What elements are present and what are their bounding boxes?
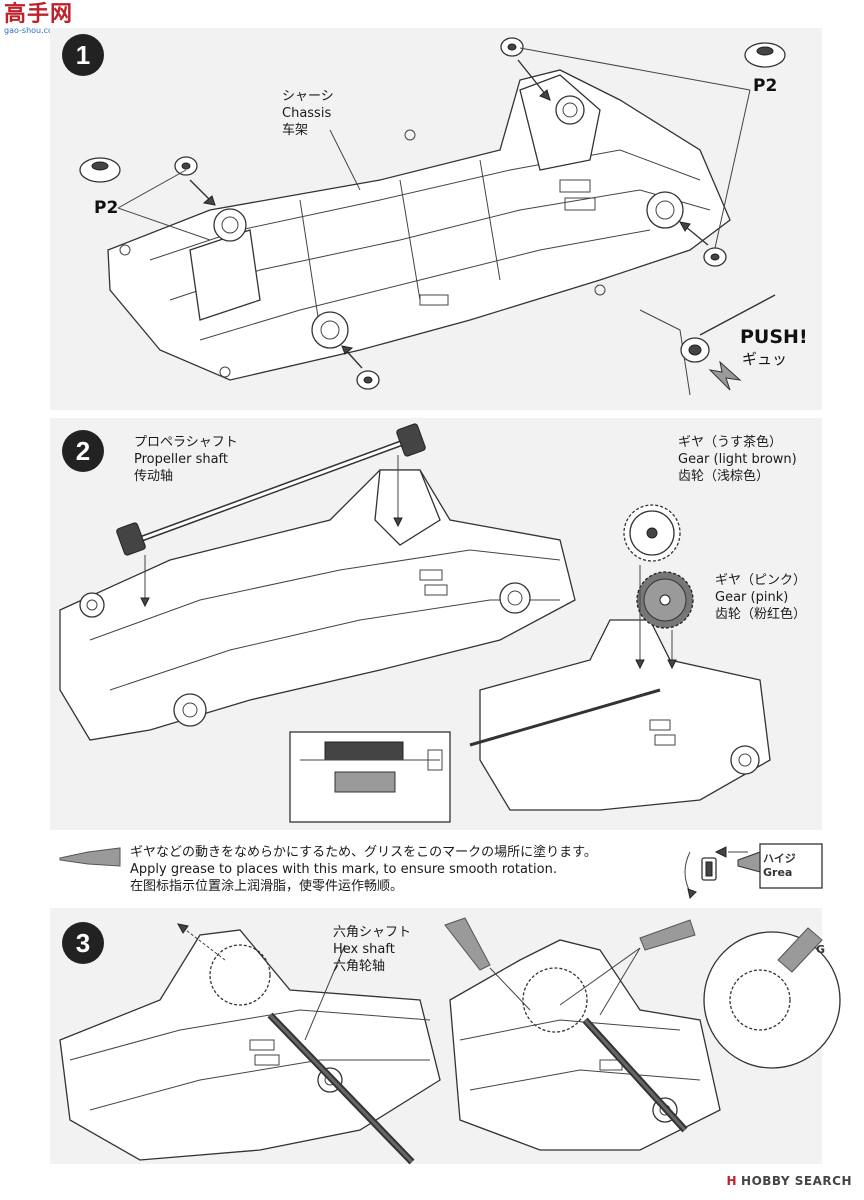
gear-light-brown [623, 504, 681, 562]
bearing-p2-label-right: P2 [753, 76, 778, 96]
crown-gear-left [209, 944, 271, 1006]
chassis-drawing-left [59, 469, 576, 741]
grease-notice-zh: 在图标指示位置涂上润滑脂，使零件运作畅顺。 [130, 879, 404, 894]
gear-light-brown-label: ギヤ（うす茶色） Gear (light brown) 齿轮（浅棕色） [678, 434, 797, 485]
push-label-ja: ギュッ [742, 350, 788, 368]
watermark-logo: 高手网 gao-shou.com [4, 4, 74, 38]
grease-tube-inset-text: G [816, 943, 826, 956]
push-label: PUSH! [740, 326, 808, 348]
propeller-shaft-label-ja: プロペラシャフト [134, 435, 238, 450]
grease-mark-icon [59, 847, 121, 867]
grease-notice-en: Apply grease to places with this mark, t… [130, 862, 557, 877]
propeller-shaft-label-en: Propeller shaft [134, 452, 228, 467]
grease-tube-text: ハイジ Grea [763, 852, 796, 879]
gear-pink-label-en: Gear (pink) [715, 590, 789, 605]
grease-notice-ja: ギヤなどの動きをなめらかにするため、グリスをこのマークの場所に塗ります。 [130, 845, 597, 860]
gear-light-brown-label-zh: 齿轮（浅棕色） [678, 469, 770, 484]
hobby-search-brand: HOBBY SEARCH [741, 1174, 852, 1188]
step-3-number: 3 [62, 922, 104, 964]
hex-shaft-label-ja: 六角シャフト [333, 925, 412, 940]
step-2-number: 2 [62, 430, 104, 472]
grease-example-icon [684, 843, 823, 899]
hex-shaft-label: 六角シャフト Hex shaft 六角轮轴 [333, 924, 411, 975]
gear-pink [636, 571, 694, 629]
propeller-shaft-label-zh: 传动轴 [134, 469, 174, 484]
bearing-p2-label-left: P2 [94, 198, 119, 218]
propeller-pinion-right [396, 423, 426, 457]
chassis-label-en: Chassis [282, 106, 332, 121]
crown-gear-right [522, 967, 588, 1033]
grease-tube-left [444, 917, 491, 971]
chassis-label-zh: 车架 [282, 123, 309, 138]
hobby-search-mark: H [726, 1174, 738, 1188]
step-1-number: 1 [62, 34, 104, 76]
watermark-text: 高手网 [4, 2, 74, 27]
watermark-url: gao-shou.com [4, 26, 61, 35]
chassis-drawing-right [449, 939, 721, 1151]
grease-tube-right [639, 919, 696, 951]
hex-shaft-label-en: Hex shaft [333, 942, 395, 957]
chassis-drawing-right [469, 619, 771, 811]
bearing-p2-sample-right [744, 42, 786, 68]
propeller-pinion-left [116, 522, 146, 556]
gear-light-brown-label-en: Gear (light brown) [678, 452, 797, 467]
gear-pink-label-zh: 齿轮（粉红色） [715, 607, 807, 622]
gear-grease-inset [703, 931, 841, 1069]
grease-notice: ギヤなどの動きをなめらかにするため、グリスをこのマークの場所に塗ります。 App… [130, 844, 597, 895]
propeller-shaft-label: プロペラシャフト Propeller shaft 传动轴 [134, 434, 238, 485]
gear-light-brown-label-ja: ギヤ（うす茶色） [678, 435, 783, 450]
chassis-drawing [107, 69, 731, 381]
chassis-label: シャーシ Chassis 车架 [282, 88, 334, 139]
chassis-label-ja: シャーシ [282, 89, 334, 104]
gear-pink-label: ギヤ（ピンク） Gear (pink) 齿轮（粉红色） [715, 572, 806, 623]
gear-pink-label-ja: ギヤ（ピンク） [715, 573, 807, 588]
bearing-p2-sample-left [79, 157, 121, 183]
hex-shaft-label-zh: 六角轮轴 [333, 959, 386, 974]
